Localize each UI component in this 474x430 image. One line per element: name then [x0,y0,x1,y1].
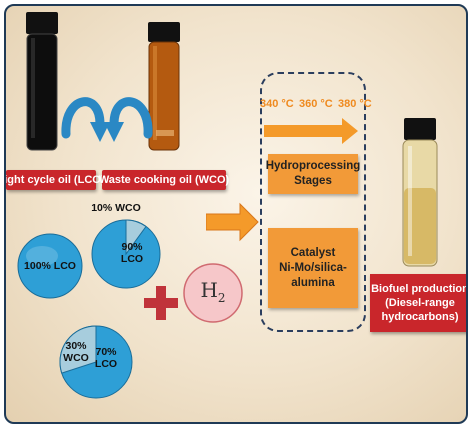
h2-label: H2 [182,278,244,305]
biofuel-line2: (Diesel-range [385,297,455,309]
pie-30-wco: WCO [63,352,89,364]
h2-circle [183,263,243,323]
pie-70-percent: 70% [95,346,117,358]
wco-vial [148,22,180,151]
pie-70-lco-label: 70% LCO [92,346,120,370]
curved-arrow-right [104,97,153,142]
wco-label: Waste cooking oil (WCO) [99,170,229,190]
pie-90-10 [91,219,161,289]
pie-100-lco [17,233,83,299]
curved-arrow-left [61,97,110,142]
hydroprocessing-line1: Hydroprocessing [265,160,361,172]
biofuel-vial [402,118,438,267]
catalyst-line3: alumina [291,276,335,289]
lco-vial [26,12,58,151]
plus-icon [144,286,178,320]
pie-70-wco-label: 30% WCO [62,340,90,364]
lco-label: Light cycle oil (LCO) [6,170,104,190]
temperature-3: 380 °C [338,98,372,110]
temperature-arrow [264,118,358,144]
biofuel-line1: Biofuel production [371,283,468,295]
diagram-frame: Light cycle oil (LCO) Waste cooking oil … [4,4,468,424]
temperature-2: 360 °C [299,98,333,110]
pie-90-percent: 90% [121,241,143,253]
pie-100-label: 100% LCO [24,260,76,272]
pie-30-percent: 30% [65,340,87,352]
process-box [260,72,366,332]
temperature-1: 340 °C [260,98,294,110]
hydroprocessing-box: Hydroprocessing Stages [265,154,361,194]
pie-90-outside-label: 10% WCO [91,202,141,214]
pie-90-inside-label: 90% LCO [118,241,146,265]
pie-70-30 [59,325,133,399]
input-arrow [206,202,259,242]
biofuel-line3: hydrocarbons) [381,311,459,323]
biofuel-box: Biofuel production (Diesel-range hydroca… [370,274,468,332]
h2-subscript: 2 [217,291,226,305]
pie-90-lco: LCO [120,253,144,265]
pie-70-lco: LCO [94,358,118,370]
catalyst-line2: Ni-Mo/silica- [279,261,347,274]
hydroprocessing-line2: Stages [294,175,332,187]
h2-letter: H [200,278,218,302]
catalyst-box: Catalyst Ni-Mo/silica- alumina [268,228,358,308]
catalyst-line1: Catalyst [290,246,336,259]
